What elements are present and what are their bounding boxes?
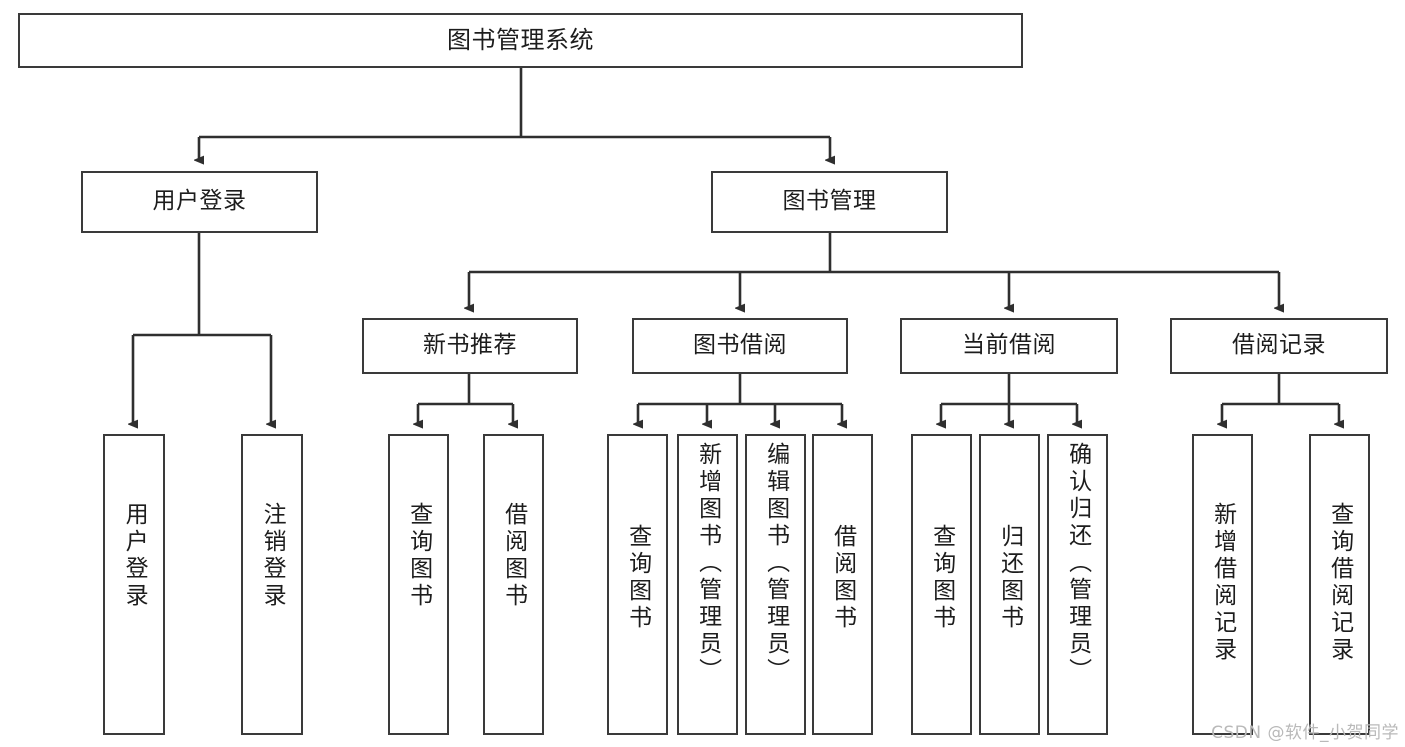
node-current-borrow[interactable]: 当前借阅: [900, 318, 1118, 374]
node-label: 借阅记录: [1232, 332, 1326, 359]
node-label: 借阅图书: [829, 524, 856, 632]
node-label: 查询图书: [624, 524, 651, 632]
node-book-borrow[interactable]: 图书借阅: [632, 318, 848, 374]
node-label: 归还图书: [996, 524, 1023, 632]
node-label: 查询图书: [928, 524, 955, 632]
node-label: 查询借阅记录: [1326, 502, 1353, 664]
leaf-query-book-borrow[interactable]: 查询图书: [607, 434, 668, 735]
node-label: 借阅图书: [500, 502, 527, 610]
node-new-book-recommend[interactable]: 新书推荐: [362, 318, 578, 374]
node-label: 新增图书（管理员）: [694, 442, 721, 685]
leaf-confirm-return-admin[interactable]: 确认归还（管理员）: [1047, 434, 1108, 735]
leaf-query-borrow-record[interactable]: 查询借阅记录: [1309, 434, 1370, 735]
node-label: 图书管理系统: [447, 26, 594, 55]
node-label: 用户登录: [121, 502, 148, 610]
node-root-system[interactable]: 图书管理系统: [18, 13, 1023, 68]
node-label: 用户登录: [152, 188, 247, 215]
leaf-add-book-admin[interactable]: 新增图书（管理员）: [677, 434, 738, 735]
node-borrow-record[interactable]: 借阅记录: [1170, 318, 1388, 374]
leaf-add-borrow-record[interactable]: 新增借阅记录: [1192, 434, 1253, 735]
node-label: 确认归还（管理员）: [1064, 442, 1091, 685]
node-book-management[interactable]: 图书管理: [711, 171, 948, 233]
leaf-query-book-recommend[interactable]: 查询图书: [388, 434, 449, 735]
node-label: 图书管理: [782, 188, 877, 215]
leaf-user-login[interactable]: 用户登录: [103, 434, 165, 735]
node-label: 新增借阅记录: [1209, 502, 1236, 664]
node-label: 编辑图书（管理员）: [762, 442, 789, 685]
watermark: CSDN @软件_小贺同学: [1211, 723, 1399, 743]
leaf-borrow-book-recommend[interactable]: 借阅图书: [483, 434, 544, 735]
node-label: 当前借阅: [962, 332, 1056, 359]
leaf-logout[interactable]: 注销登录: [241, 434, 303, 735]
leaf-query-book-current[interactable]: 查询图书: [911, 434, 972, 735]
node-label: 注销登录: [259, 502, 286, 610]
leaf-return-book[interactable]: 归还图书: [979, 434, 1040, 735]
node-user-login[interactable]: 用户登录: [81, 171, 318, 233]
leaf-borrow-book[interactable]: 借阅图书: [812, 434, 873, 735]
leaf-edit-book-admin[interactable]: 编辑图书（管理员）: [745, 434, 806, 735]
node-label: 查询图书: [405, 502, 432, 610]
node-label: 图书借阅: [693, 332, 787, 359]
node-label: 新书推荐: [423, 332, 517, 359]
